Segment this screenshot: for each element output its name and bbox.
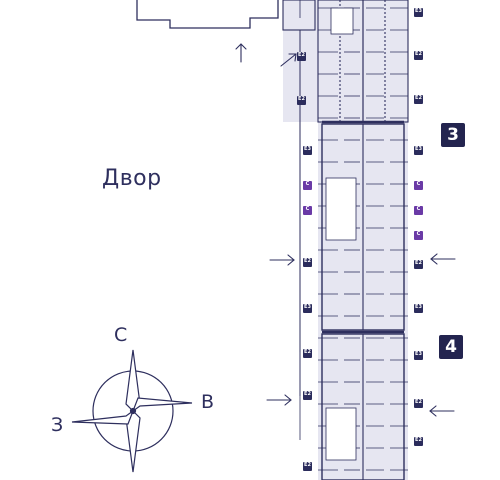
apartment-tag[interactable]: E3	[414, 146, 423, 155]
apartment-tag[interactable]: E2	[414, 437, 423, 446]
section-3-badge[interactable]: 3	[441, 123, 465, 147]
apartment-tag[interactable]: E2	[414, 51, 423, 60]
apartment-tag[interactable]: E3	[414, 8, 423, 17]
apartment-tag[interactable]: E3	[303, 146, 312, 155]
compass-north-label: С	[114, 324, 128, 346]
arrow-diagonal	[280, 53, 297, 67]
apartment-tag[interactable]: E2	[303, 462, 312, 471]
compass-west-label: З	[51, 414, 64, 436]
compass-east-label: В	[201, 391, 215, 413]
apartment-tag[interactable]: E3	[414, 304, 423, 313]
apartment-tag[interactable]: E2	[414, 95, 423, 104]
apartment-tag[interactable]: E2	[414, 399, 423, 408]
apartment-tag[interactable]: E2	[303, 391, 312, 400]
apartment-tag[interactable]: E2	[303, 349, 312, 358]
apartment-tag[interactable]: E3	[303, 304, 312, 313]
apartment-tag[interactable]: C	[414, 181, 423, 190]
apartment-tag[interactable]: C	[414, 206, 423, 215]
yard-label: Двор	[102, 166, 162, 191]
apartment-tag[interactable]: C	[303, 206, 312, 215]
apartment-tag[interactable]: E2	[303, 258, 312, 267]
apartment-tag[interactable]: E2	[297, 96, 306, 105]
compass-icon	[71, 349, 193, 473]
apartment-tag[interactable]: C	[303, 181, 312, 190]
apartment-tag[interactable]: E3	[414, 351, 423, 360]
apartment-tag[interactable]: E2	[297, 52, 306, 61]
apartment-tag[interactable]: E2	[414, 260, 423, 269]
section-4-badge[interactable]: 4	[439, 335, 463, 359]
apartment-tag[interactable]: C	[414, 231, 423, 240]
building-outline	[136, 0, 279, 29]
